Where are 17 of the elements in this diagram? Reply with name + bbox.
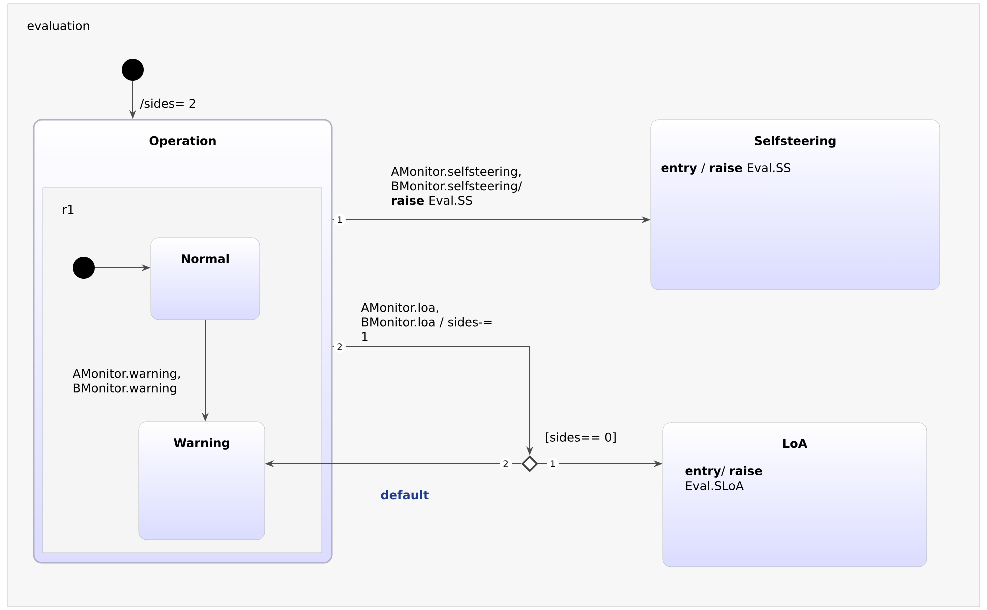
state-box: LoA entry/ raise Eval.SLoA [662,422,928,568]
edge-label: AMonitor.warning, BMonitor.warning [72,368,180,396]
edge-label: [sides== 0] [546,432,616,444]
priority-number: 2 [500,458,512,470]
edge-label: default [381,490,429,500]
initial-state-dot [73,257,95,279]
state-box: Selfsteering entry / raise Eval.SS [650,120,940,290]
priority-number: 1 [547,458,559,470]
priority-number: 1 [334,214,346,226]
edge-label: AMonitor.loa, BMonitor.loa / sides-= 1 [361,302,492,342]
edge-label: /sides= 2 [140,98,196,110]
state-box: Normal [150,238,260,320]
priority-number: 2 [334,341,346,353]
edge-label: AMonitor.selfsteering, BMonitor.selfsteering/ raise Eval.SS [391,166,522,206]
state-box: Warning [138,422,266,540]
choice-diamond [522,456,538,472]
initial-state-dot [122,59,144,81]
